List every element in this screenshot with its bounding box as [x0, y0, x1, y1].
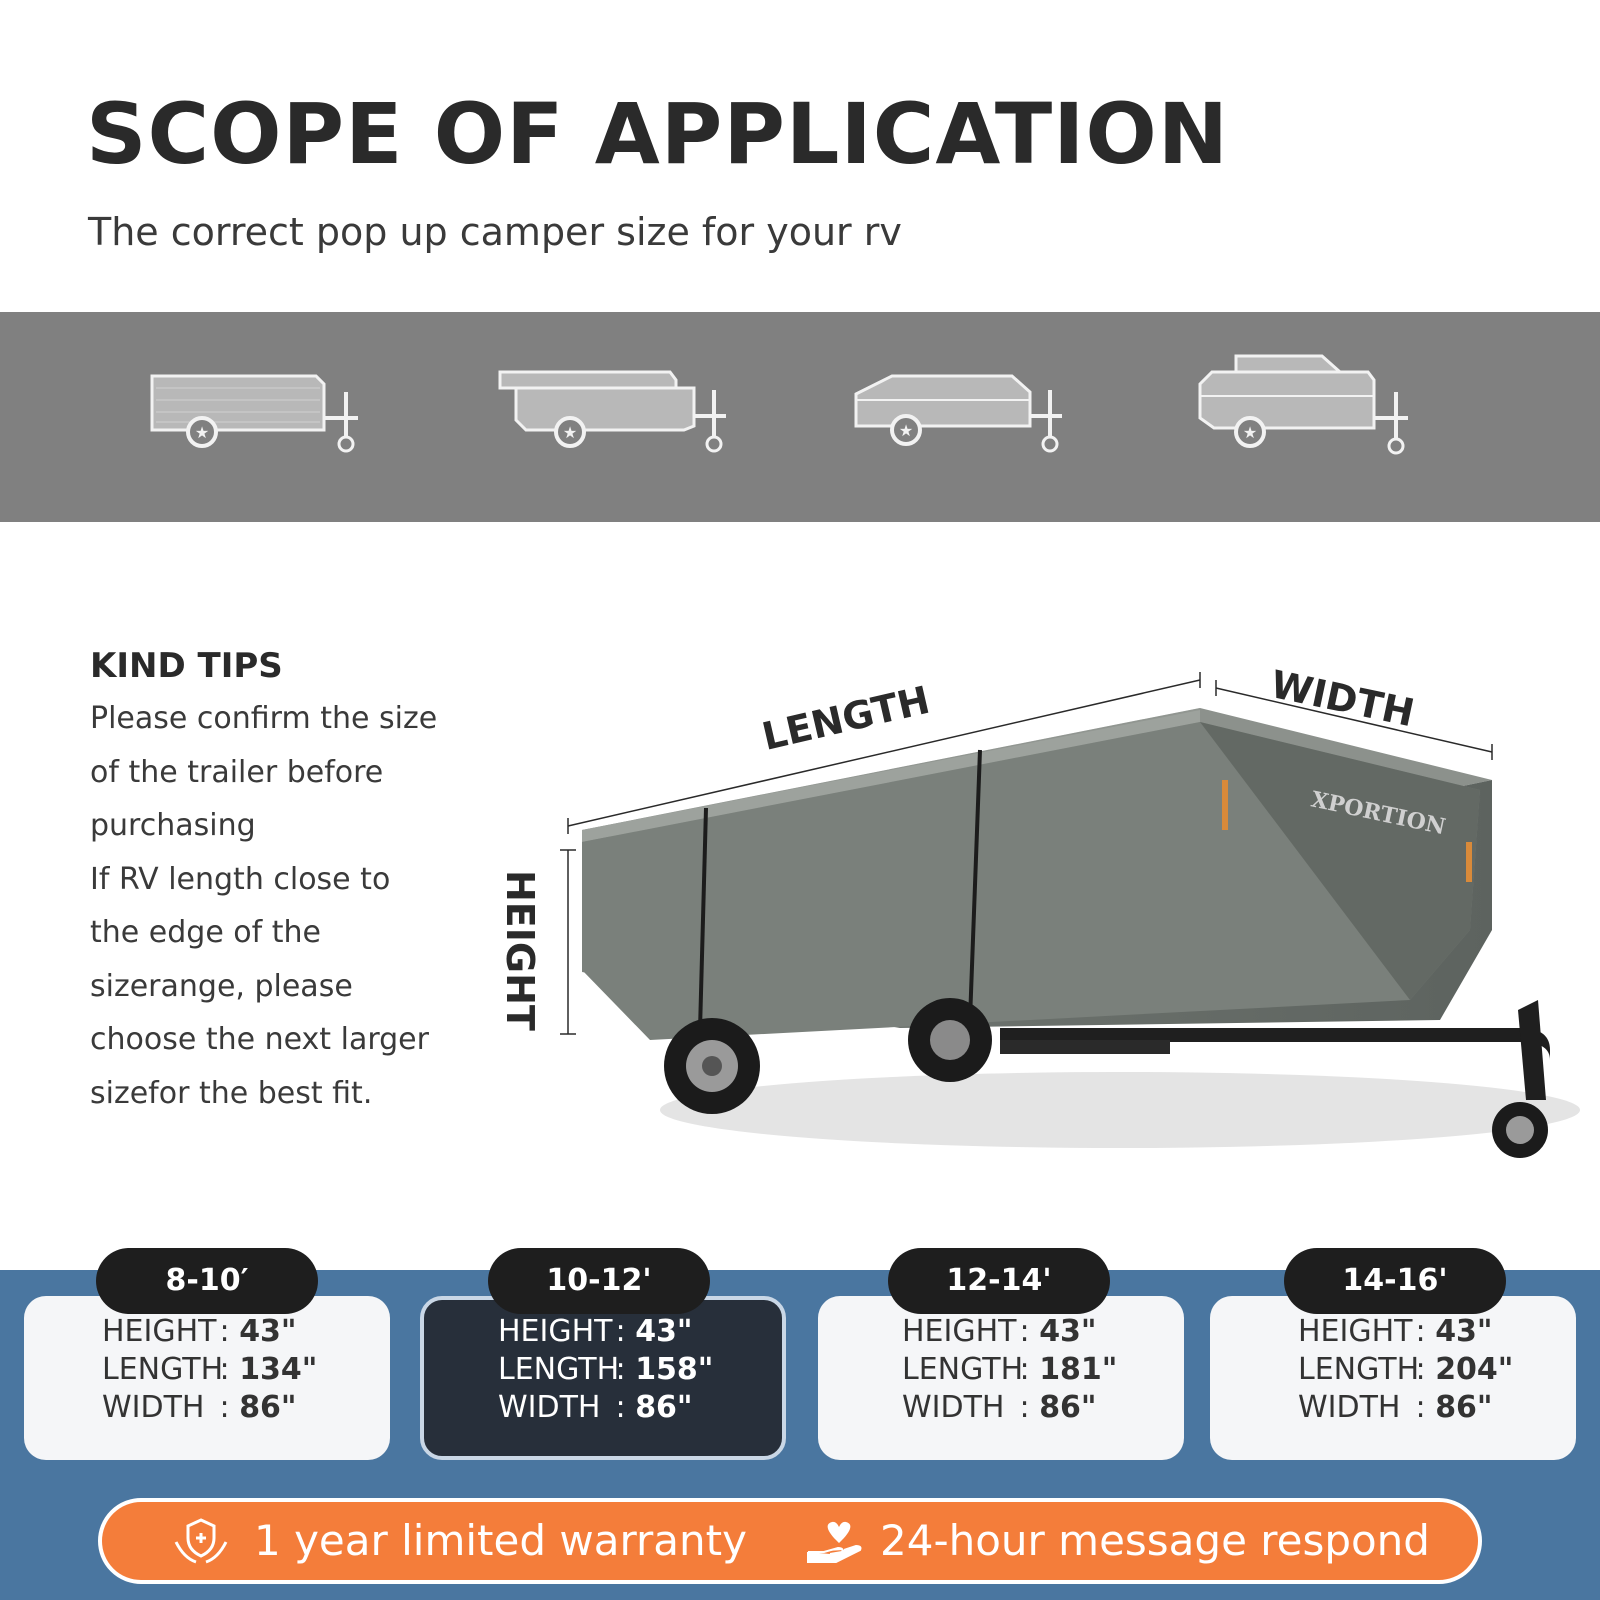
spec-width-row: WIDTH : 86" — [1298, 1390, 1493, 1425]
spec-width-row: WIDTH : 86" — [902, 1390, 1097, 1425]
tips-line: of the trailer before — [90, 754, 384, 790]
spec-key: HEIGHT — [102, 1314, 217, 1349]
camper-rounded-icon: ★ — [854, 374, 1062, 453]
size-card-12-14: HEIGHT : 43" LENGTH : 181" WIDTH : 86" — [818, 1296, 1184, 1460]
camper-raised-icon: ★ — [1198, 354, 1408, 455]
size-card-10-12: HEIGHT : 43" LENGTH : 158" WIDTH : 86" — [420, 1296, 786, 1460]
spec-height-row: HEIGHT : 43" — [1298, 1314, 1493, 1349]
tips-line: If RV length close to — [90, 861, 391, 897]
tips-line: choose the next larger — [90, 1022, 429, 1057]
spec-key: WIDTH — [902, 1390, 1005, 1425]
size-range-pill[interactable]: 14-16' — [1284, 1248, 1506, 1314]
spec-height-row: HEIGHT : 43" — [902, 1314, 1097, 1349]
spec-value: 86" — [1435, 1390, 1493, 1425]
shield-hands-icon — [174, 1518, 228, 1564]
heart-hand-icon — [807, 1521, 862, 1563]
spec-width-row: WIDTH : 86" — [102, 1390, 297, 1425]
size-range-pill[interactable]: 10-12' — [488, 1248, 710, 1314]
tips-line: Please confirm the size — [90, 701, 438, 736]
page-title: SCOPE OF APPLICATION — [86, 85, 1230, 183]
spec-key: LENGTH — [498, 1352, 620, 1387]
spec-key: LENGTH — [902, 1352, 1024, 1387]
spec-value: 43" — [1435, 1314, 1493, 1349]
spec-length-row: LENGTH : 181" — [902, 1352, 1118, 1387]
spec-key: LENGTH — [102, 1352, 224, 1387]
spec-value: 43" — [635, 1314, 693, 1349]
tips-line: purchasing — [90, 808, 256, 843]
spec-value: 86" — [1039, 1390, 1097, 1425]
spec-key: HEIGHT — [902, 1314, 1017, 1349]
spec-height-row: HEIGHT : 43" — [498, 1314, 693, 1349]
page-subtitle: The correct pop up camper size for your … — [88, 210, 902, 254]
spec-value: 158" — [635, 1352, 714, 1387]
size-card-14-16: HEIGHT : 43" LENGTH : 204" WIDTH : 86" — [1210, 1296, 1576, 1460]
spec-key: WIDTH — [1298, 1390, 1401, 1425]
svg-text:★: ★ — [195, 423, 209, 442]
camper-overhang-icon: ★ — [498, 370, 726, 453]
tips-heading: KIND TIPS — [90, 646, 283, 686]
spec-length-row: LENGTH : 134" — [102, 1352, 318, 1387]
camper-flat-icon: ★ — [150, 374, 358, 453]
spec-height-row: HEIGHT : 43" — [102, 1314, 297, 1349]
spec-key: WIDTH — [498, 1390, 601, 1425]
spec-length-row: LENGTH : 204" — [1298, 1352, 1514, 1387]
spec-value: 134" — [239, 1352, 318, 1387]
tips-body: Please confirm the size of the trailer b… — [90, 692, 470, 1120]
spec-length-row: LENGTH : 158" — [498, 1352, 714, 1387]
spec-value: 86" — [635, 1390, 693, 1425]
camper-types-band: ★ ★ ★ ★ — [0, 312, 1600, 522]
spec-key: HEIGHT — [498, 1314, 613, 1349]
size-range-pill[interactable]: 8-10′ — [96, 1248, 318, 1314]
warranty-text: 1 year limited warranty — [254, 1516, 747, 1565]
respond-text: 24-hour message respond — [880, 1516, 1430, 1565]
svg-text:★: ★ — [1243, 423, 1257, 442]
spec-key: LENGTH — [1298, 1352, 1420, 1387]
spec-key: WIDTH — [102, 1390, 205, 1425]
trailer-cover-illustration: XPORTION — [560, 672, 1580, 1158]
svg-text:★: ★ — [563, 423, 577, 442]
size-range-pill[interactable]: 12-14' — [888, 1248, 1110, 1314]
tips-line: sizerange, please — [90, 968, 353, 1004]
spec-value: 43" — [239, 1314, 297, 1349]
spec-value: 181" — [1039, 1352, 1118, 1387]
guarantee-bar: 1 year limited warranty 24-hour message … — [98, 1498, 1482, 1584]
spec-value: 204" — [1435, 1352, 1514, 1387]
height-label: HEIGHT — [498, 870, 542, 1031]
tips-line: sizefor the best fit. — [90, 1075, 373, 1111]
size-card-8-10: HEIGHT : 43" LENGTH : 134" WIDTH : 86" — [24, 1296, 390, 1460]
spec-key: HEIGHT — [1298, 1314, 1413, 1349]
svg-text:★: ★ — [899, 421, 913, 440]
spec-value: 86" — [239, 1390, 297, 1425]
spec-value: 43" — [1039, 1314, 1097, 1349]
tips-line: the edge of the — [90, 915, 321, 950]
spec-width-row: WIDTH : 86" — [498, 1390, 693, 1425]
